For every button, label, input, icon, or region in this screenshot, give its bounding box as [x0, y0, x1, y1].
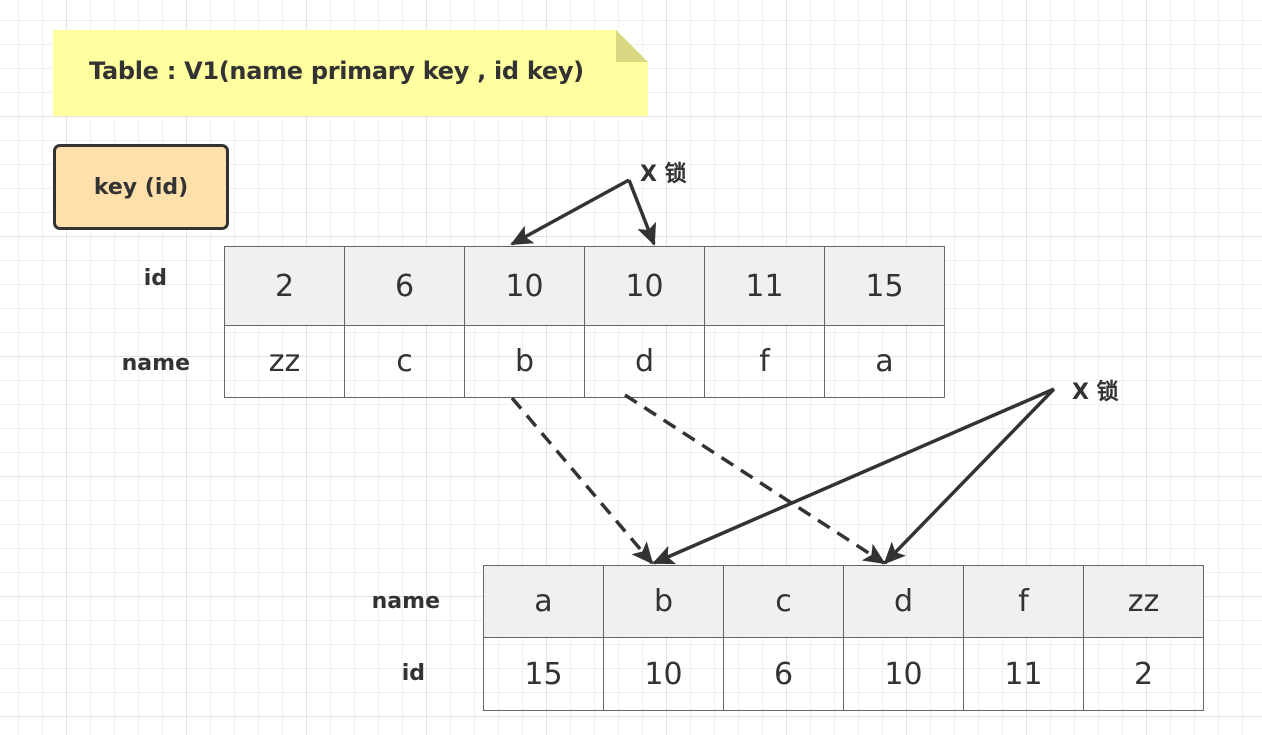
primary-cell-id: 6: [723, 637, 844, 711]
index-table: 2 6 10 10 11 15 zz c b d f a: [224, 246, 945, 398]
index-cell-name: b: [464, 325, 585, 398]
lock-arrow-name-b: [652, 387, 1055, 565]
primary-cell-id: 2: [1083, 637, 1204, 711]
index-row-label-id: id: [143, 266, 167, 291]
primary-cell-id: 11: [963, 637, 1084, 711]
index-row-label-name: name: [121, 351, 190, 376]
index-cell-name: zz: [224, 325, 345, 398]
index-cell-id: 10: [584, 246, 705, 326]
lock-arrow-id-10a: [510, 178, 630, 246]
index-row-id: 2 6 10 10 11 15: [224, 246, 945, 326]
index-cell-id: 6: [344, 246, 465, 326]
index-cell-name: c: [344, 325, 465, 398]
primary-cell-name: a: [483, 565, 604, 638]
index-cell-id: 15: [824, 246, 945, 326]
index-cell-name: f: [704, 325, 825, 398]
key-id-box: key (id): [53, 144, 229, 230]
index-cell-id: 10: [464, 246, 585, 326]
note-title: Table : V1(name primary key , id key): [89, 57, 584, 85]
primary-cell-name: c: [723, 565, 844, 638]
primary-cell-name: zz: [1083, 565, 1204, 638]
primary-table: a b c d f zz 15 10 6 10 11 2: [483, 565, 1204, 711]
primary-cell-id: 10: [843, 637, 964, 711]
lock-arrow-name-d: [883, 387, 1056, 565]
lock-label-primary: X 锁: [1072, 380, 1119, 405]
primary-cell-id: 10: [603, 637, 724, 711]
table-note: [53, 30, 648, 116]
key-box-label: key (id): [93, 174, 189, 200]
lock-arrow-id-10b: [627, 179, 657, 246]
primary-row-id: 15 10 6 10 11 2: [483, 637, 1204, 711]
primary-row-name: a b c d f zz: [483, 565, 1204, 638]
lookup-arrow-b: [510, 396, 654, 565]
index-cell-name: d: [584, 325, 705, 398]
index-cell-id: 11: [704, 246, 825, 326]
index-cell-name: a: [824, 325, 945, 398]
primary-cell-name: d: [843, 565, 964, 638]
lock-label-index: X 锁: [640, 162, 687, 187]
index-row-name: zz c b d f a: [224, 325, 945, 398]
lookup-arrow-d: [624, 393, 886, 565]
primary-cell-name: f: [963, 565, 1084, 638]
primary-row-label-id: id: [401, 661, 425, 686]
primary-row-label-name: name: [371, 589, 440, 614]
